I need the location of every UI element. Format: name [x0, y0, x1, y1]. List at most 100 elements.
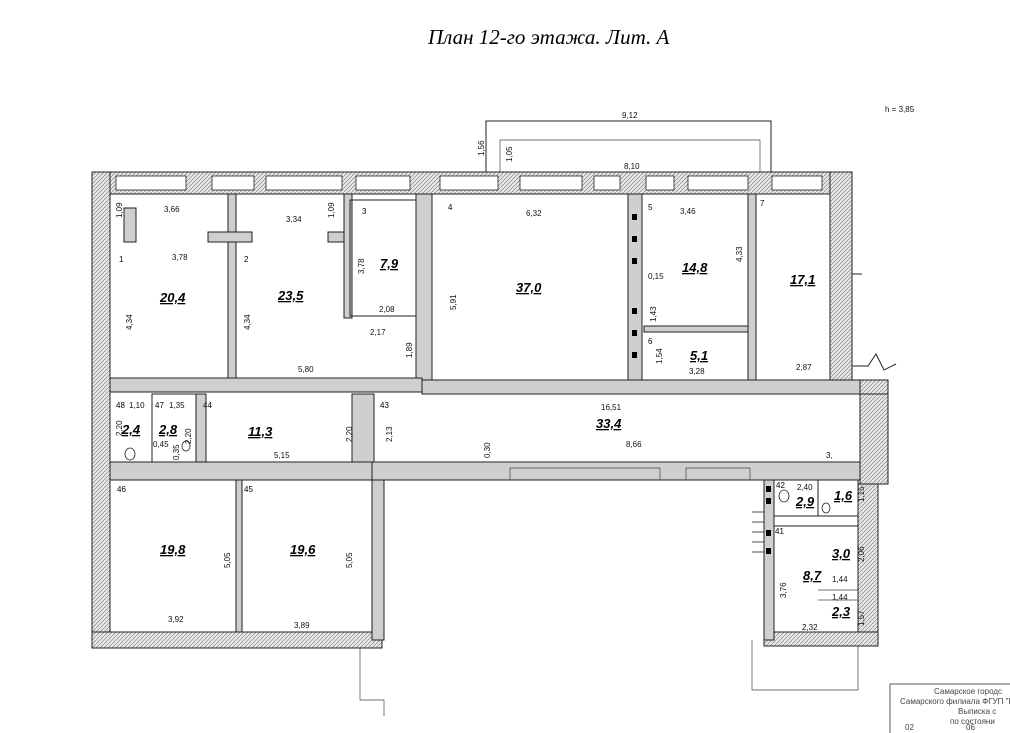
dimension-label: 16,51: [601, 403, 622, 412]
dimension-label: 2,13: [385, 426, 394, 442]
dimension-label: 0,45: [153, 440, 169, 449]
room-number: 4: [448, 203, 453, 212]
dimension-label: 8,66: [626, 440, 642, 449]
room-area: 17,1: [790, 272, 815, 287]
dimension-label: Самарское городс: [934, 687, 1002, 696]
room-number: 44: [203, 401, 212, 410]
dimension-label: 1,44: [832, 575, 848, 584]
dimension-label: 5,91: [449, 294, 458, 310]
room-area: 37,0: [516, 280, 542, 295]
dimension-label: по состояни: [950, 717, 995, 726]
wc-rooms: [151, 393, 859, 633]
lower-projection-left: [359, 648, 385, 716]
room-number: 41: [775, 527, 784, 536]
dimension-label: 1,09: [115, 202, 124, 218]
room-area: 14,8: [682, 260, 708, 275]
dimension-label: 4,34: [125, 314, 134, 330]
room-area: 20,4: [159, 290, 186, 305]
dimension-label: 1,10: [129, 401, 145, 410]
room-number: 42: [776, 481, 785, 490]
dimensions: 9,12 8,10 3,66 3,78 3,34 2,08 2,17 5,80 …: [129, 111, 848, 632]
room-number: 2: [244, 255, 249, 264]
stairs: [752, 511, 764, 553]
dimension-label: 1,43: [649, 306, 658, 322]
dimension-label: 1,09: [327, 202, 336, 218]
dimension-label: 3,78: [357, 258, 366, 274]
dimension-label: 3,89: [294, 621, 310, 630]
dimension-label: 3,92: [168, 615, 184, 624]
dimension-label: 0,35: [172, 444, 181, 460]
room-number: 46: [117, 485, 126, 494]
dimension-label: 4,33: [735, 246, 744, 262]
toilet-icon: [124, 440, 831, 514]
dimension-label: 3,34: [286, 215, 302, 224]
room-number: 48: [116, 401, 125, 410]
dimension-label: 5,05: [223, 552, 232, 568]
columns: [632, 214, 771, 554]
dimension-label: 2,20: [115, 420, 124, 436]
room-area: 19,8: [160, 542, 186, 557]
inner-walls: [109, 193, 861, 641]
dimension-label: 02: [905, 723, 914, 732]
room-area: 7,9: [380, 256, 399, 271]
dimension-label: 1,44: [832, 593, 848, 602]
room-number: 7: [760, 199, 765, 208]
dimension-label: 3,78: [172, 253, 188, 262]
windows-top: [115, 175, 823, 191]
dimensions-vertical: 1,56 1,05 1,09 4,34 1,09 4,34 3,78 1,89 …: [115, 140, 866, 626]
room-area: 1,6: [834, 488, 853, 503]
dimension-label: 2,17: [370, 328, 386, 337]
dimension-label: 1,15: [857, 486, 866, 502]
room-area: 33,4: [596, 416, 622, 431]
room-number: 1: [119, 255, 124, 264]
dimension-label: 4,34: [243, 314, 252, 330]
dimension-label: 2,20: [345, 426, 354, 442]
top-projection: [485, 120, 772, 174]
dimension-label: 2,40: [797, 483, 813, 492]
dimension-label: 2,06: [857, 546, 866, 562]
dimension-label: 6,32: [526, 209, 542, 218]
dimension-label: 1,54: [655, 348, 664, 364]
room-number: 47: [155, 401, 164, 410]
dimension-label: 1,05: [505, 146, 514, 162]
dimension-label: 1,35: [169, 401, 185, 410]
dimension-label: 2,87: [796, 363, 812, 372]
dimension-label: 5,80: [298, 365, 314, 374]
dimension-label: 2,08: [379, 305, 395, 314]
dimension-label: 5,05: [345, 552, 354, 568]
room-area: 8,7: [803, 568, 822, 583]
room-number: 45: [244, 485, 253, 494]
room-number: 6: [648, 337, 653, 346]
room-number: 5: [648, 203, 653, 212]
room-number: 3: [362, 207, 367, 216]
dimension-label: 3,76: [779, 582, 788, 598]
dimension-label: 5,15: [274, 451, 290, 460]
room-area: 19,6: [290, 542, 316, 557]
height-note: h = 3,85: [885, 105, 915, 114]
dimension-label: Самарского филиала ФГУП "Р: [900, 697, 1010, 706]
dimension-label: 0,15: [648, 272, 664, 281]
dimension-label: 1,89: [405, 342, 414, 358]
room-3-outline: [349, 199, 417, 317]
dimension-label: 1,57: [857, 610, 866, 626]
official-stamp: Самарское городс Самарского филиала ФГУП…: [889, 683, 1010, 733]
corridor-openings: [509, 467, 751, 480]
plan-title: План 12-го этажа. Лит. А: [427, 25, 669, 49]
dimension-label: 2,32: [802, 623, 818, 632]
top-projection-inner: [499, 139, 761, 174]
room-area: 2,4: [121, 422, 141, 437]
dimension-label: 06: [966, 723, 975, 732]
room-numbers: 1 2 3 4 5 6 7 41 42 43 44 45 46 47 48: [116, 199, 785, 536]
dimension-label: 3,: [826, 451, 833, 460]
room-7-edge: [852, 273, 897, 371]
room-areas: 20,4 23,5 7,9 37,0 14,8 5,1 17,1 8,7 2,9…: [121, 256, 853, 619]
lower-projection-right: [751, 640, 859, 691]
dimension-label: 8,10: [624, 162, 640, 171]
dimension-label: 0,30: [483, 442, 492, 458]
dimension-label: 3,66: [164, 205, 180, 214]
dimension-label: 2,20: [184, 428, 193, 444]
room-area: 2,9: [795, 494, 815, 509]
dimension-label: 1,56: [477, 140, 486, 156]
room-area: 3,0: [832, 546, 851, 561]
